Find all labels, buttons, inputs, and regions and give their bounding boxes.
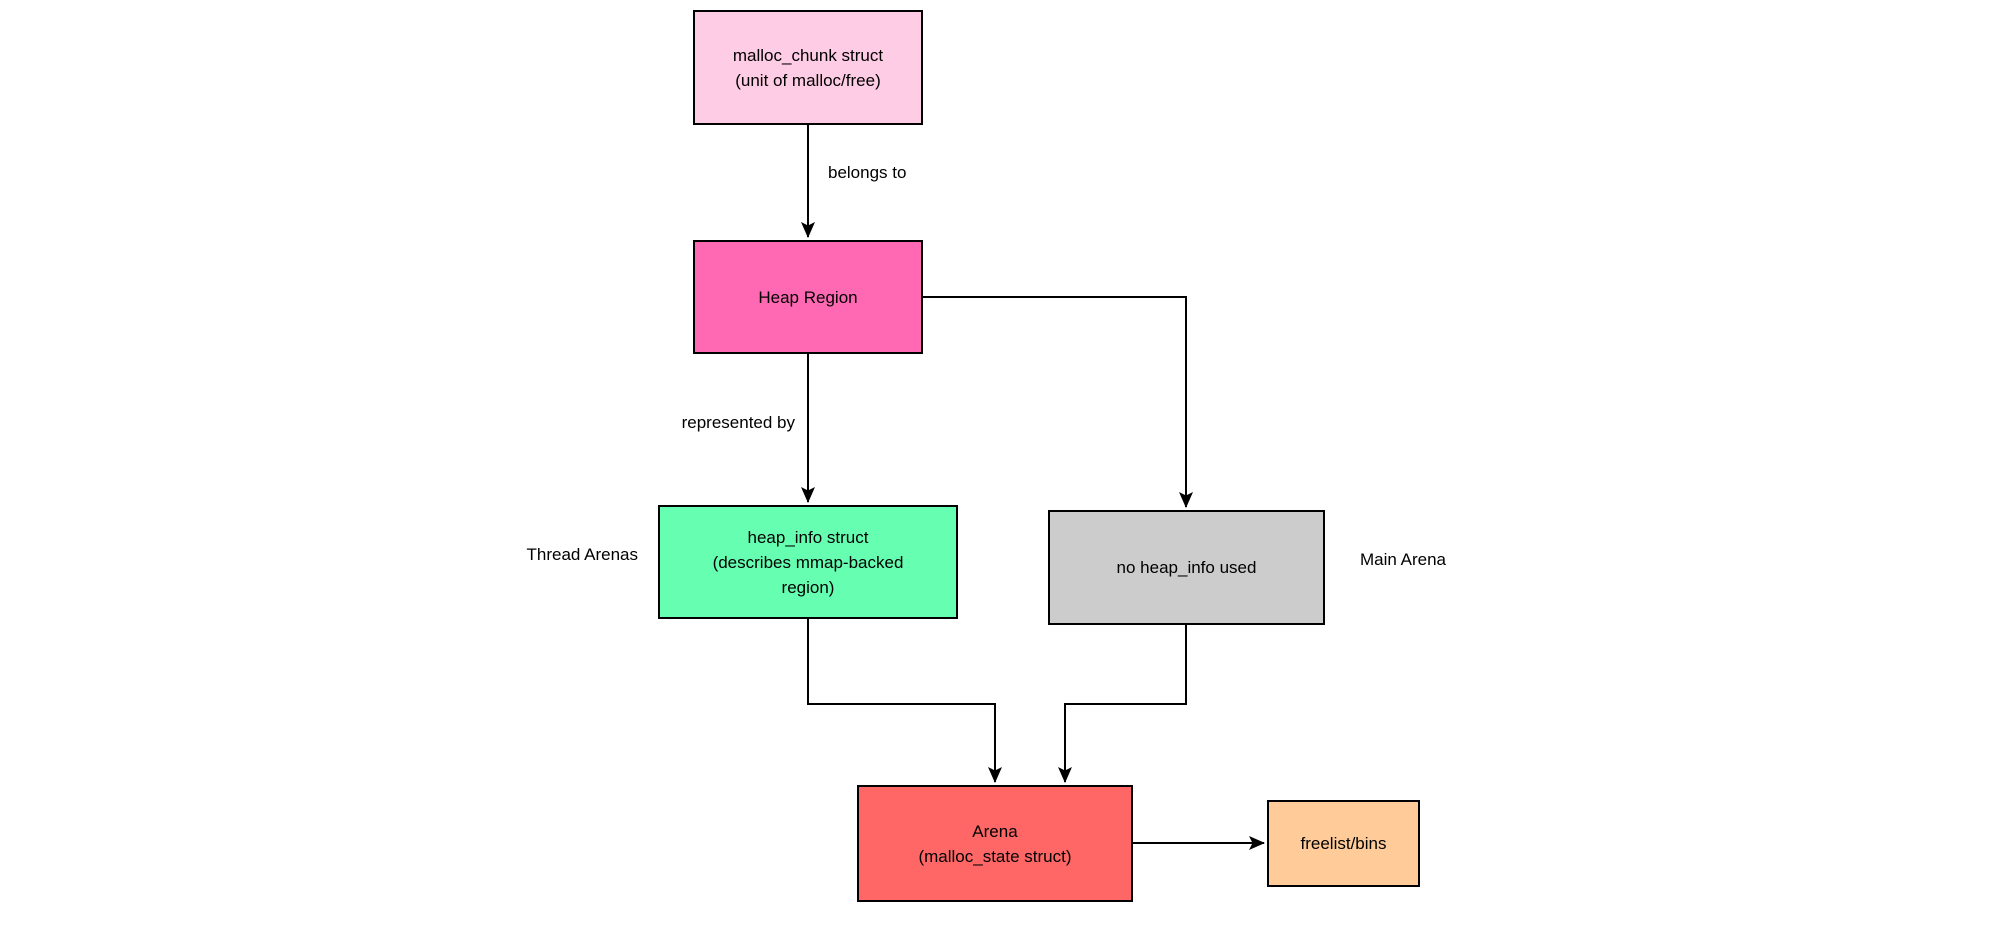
edge-heap-region-to-no-heap-info: [923, 296, 1193, 508]
node-heap-info-struct: heap_info struct (describes mmap-backed …: [658, 505, 958, 619]
node-malloc-chunk-struct: malloc_chunk struct (unit of malloc/free…: [693, 10, 923, 125]
edge-label-represented-by: represented by: [681, 413, 795, 432]
edge-heap-info-to-arena: [807, 619, 1002, 783]
node-freelist-bins: freelist/bins: [1267, 800, 1420, 887]
edge-no-heap-info-to-arena: [1058, 625, 1187, 783]
side-label-thread-arenas: Thread Arenas: [526, 545, 638, 564]
node-heap-region: Heap Region: [693, 240, 923, 354]
edge-label-belongs-to: belongs to: [828, 163, 907, 182]
node-arena-malloc-state: Arena (malloc_state struct): [857, 785, 1133, 902]
node-no-heap-info-used: no heap_info used: [1048, 510, 1325, 625]
side-label-main-arena: Main Arena: [1360, 550, 1446, 569]
